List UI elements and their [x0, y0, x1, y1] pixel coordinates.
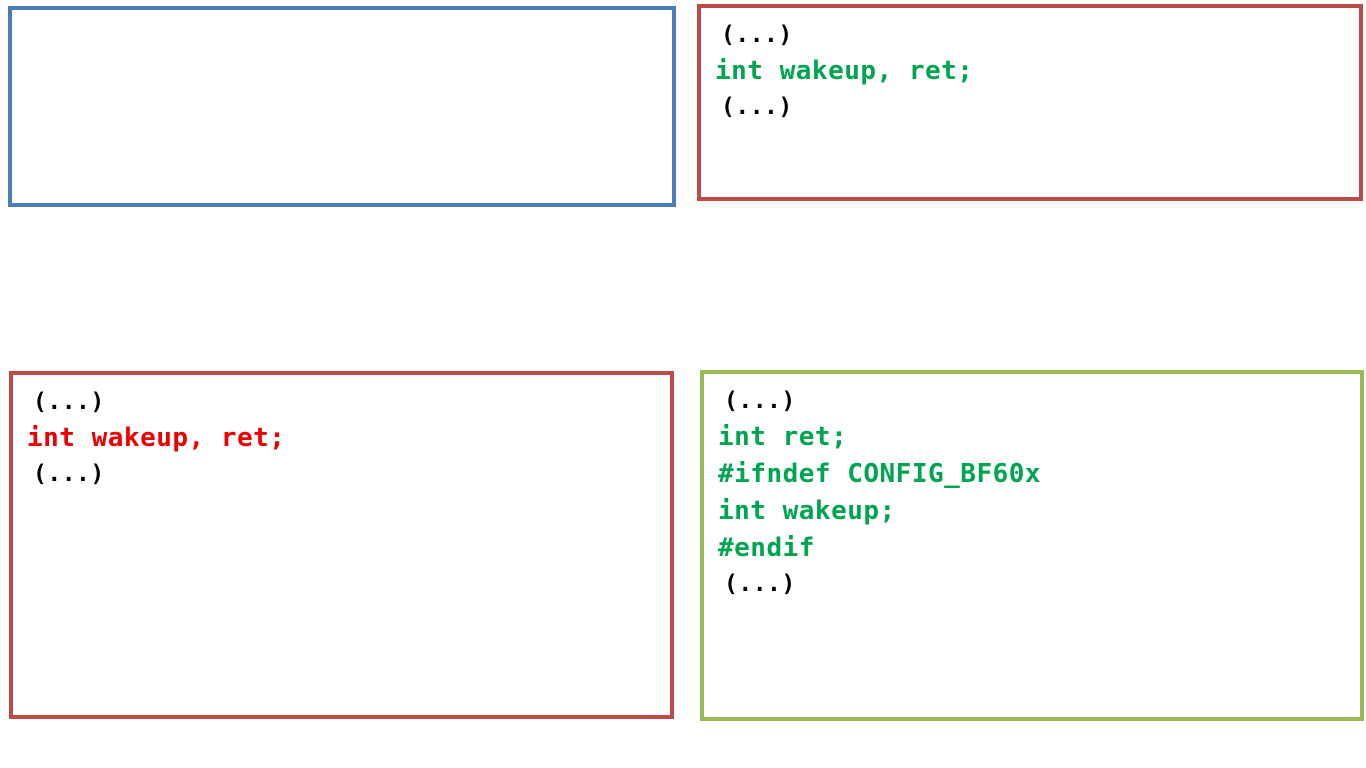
code-line: int ret; [718, 421, 848, 452]
code-line: int wakeup; [718, 495, 896, 526]
code-line: #ifndef CONFIG_BF60x [718, 458, 1042, 489]
code-line: #endif [718, 532, 815, 563]
code-panel-original-code: (...) int wakeup, ret; (...) [697, 4, 1363, 201]
code-block-before-patch: (...) int wakeup, ret; (...) [13, 375, 670, 492]
code-line: int wakeup, ret; [27, 422, 286, 453]
code-line: (...) [721, 22, 793, 48]
code-line: int wakeup, ret; [715, 55, 974, 86]
code-block-original-empty [12, 10, 672, 20]
code-line: (...) [724, 388, 796, 414]
code-line: (...) [33, 389, 105, 415]
code-line: (...) [724, 570, 796, 597]
code-line: (...) [721, 93, 793, 120]
code-line: (...) [33, 460, 105, 487]
code-panel-original-empty [8, 6, 676, 207]
code-panel-before-patch: (...) int wakeup, ret; (...) [9, 371, 674, 719]
code-block-original-code: (...) int wakeup, ret; (...) [701, 8, 1359, 125]
